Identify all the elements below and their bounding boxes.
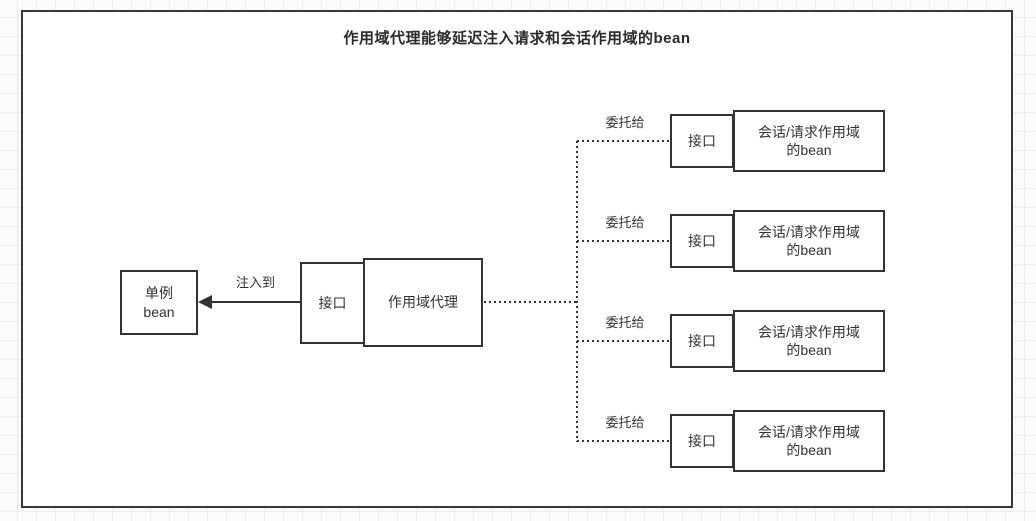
delegate-edge-label[interactable]: 委托给 xyxy=(605,115,645,130)
node-scope-proxy-label: 作用域代理 xyxy=(388,294,458,311)
delegate-branch-line[interactable] xyxy=(577,140,670,142)
inject-edge-line[interactable] xyxy=(211,301,300,303)
node-scoped-bean[interactable]: 会话/请求作用域 的bean xyxy=(733,210,885,272)
delegate-edge-label[interactable]: 委托给 xyxy=(605,215,645,230)
diagram-title: 作用域代理能够延迟注入请求和会话作用域的bean xyxy=(343,30,691,47)
node-scoped-bean-label: 会话/请求作用域 的bean xyxy=(758,123,860,158)
delegate-trunk-line-vertical[interactable] xyxy=(576,141,578,442)
node-singleton-bean[interactable]: 单例 bean xyxy=(120,270,198,335)
node-proxy-interface-label: 接口 xyxy=(318,294,347,311)
delegate-branch-line[interactable] xyxy=(577,440,670,442)
node-scoped-bean-label: 会话/请求作用域 的bean xyxy=(758,223,860,258)
node-proxy-interface[interactable]: 接口 xyxy=(300,262,365,344)
node-row-interface[interactable]: 接口 xyxy=(670,414,734,468)
inject-edge-label[interactable]: 注入到 xyxy=(235,275,275,290)
node-scoped-bean[interactable]: 会话/请求作用域 的bean xyxy=(733,310,885,372)
node-row-interface-label: 接口 xyxy=(688,432,716,449)
node-row-interface[interactable]: 接口 xyxy=(670,214,734,268)
node-row-interface-label: 接口 xyxy=(688,232,716,249)
node-row-interface-label: 接口 xyxy=(688,132,716,149)
node-scoped-bean-label: 会话/请求作用域 的bean xyxy=(758,423,860,458)
node-scoped-bean[interactable]: 会话/请求作用域 的bean xyxy=(733,410,885,472)
delegate-edge-label[interactable]: 委托给 xyxy=(605,315,645,330)
delegate-branch-line[interactable] xyxy=(577,340,670,342)
node-scoped-bean[interactable]: 会话/请求作用域 的bean xyxy=(733,110,885,172)
node-row-interface[interactable]: 接口 xyxy=(670,114,734,168)
delegate-branch-line[interactable] xyxy=(577,240,670,242)
delegate-trunk-line-horizontal[interactable] xyxy=(484,301,577,303)
node-row-interface-label: 接口 xyxy=(688,332,716,349)
node-singleton-bean-label: 单例 bean xyxy=(143,285,175,320)
delegate-edge-label[interactable]: 委托给 xyxy=(605,415,645,430)
node-row-interface[interactable]: 接口 xyxy=(670,314,734,368)
node-scope-proxy[interactable]: 作用域代理 xyxy=(363,258,483,347)
inject-arrowhead-icon xyxy=(198,295,212,309)
node-scoped-bean-label: 会话/请求作用域 的bean xyxy=(758,323,860,358)
